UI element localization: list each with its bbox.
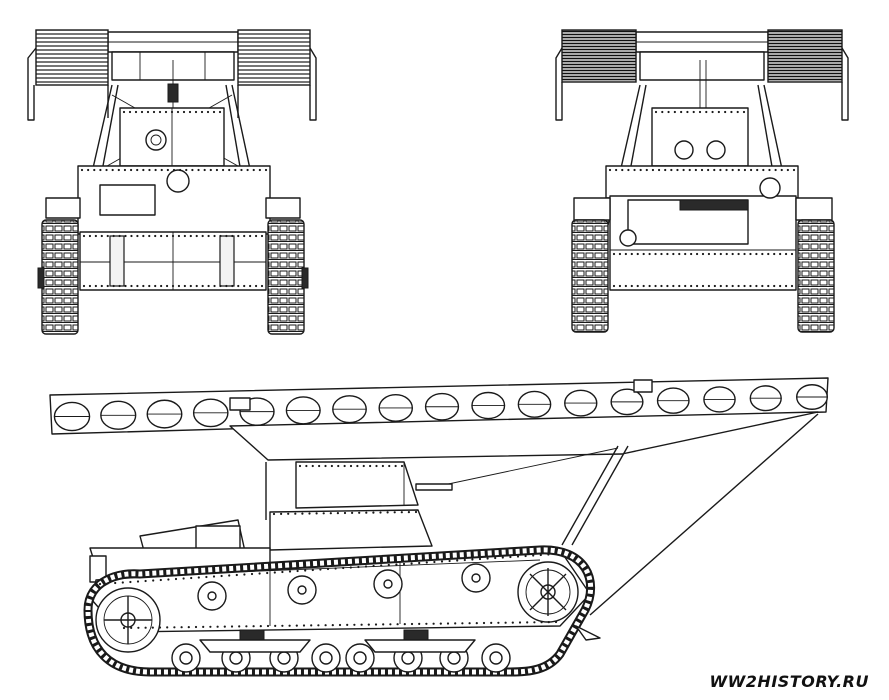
hull-front [45,165,301,291]
turret-side [269,461,453,551]
rivets-side [98,464,558,630]
left-track-rear [571,219,609,333]
turret-front [119,107,225,167]
rivets-rear [608,110,796,288]
front-view [27,29,317,335]
bridge-deck-side [49,377,829,461]
idler-wheel-side [95,587,161,653]
bridge-deck-openings [53,384,829,432]
right-track-front [267,219,305,335]
suspension-bogies-side [199,629,476,653]
bridge-span-rear [555,29,849,121]
right-track-rear [797,219,835,333]
tow-hook-side [575,625,601,641]
turret-rear [651,107,749,167]
side-view [49,377,829,677]
return-rollers-side [197,563,491,611]
track-side [83,545,596,677]
rivets-front [80,110,268,288]
watermark: WW2HISTORY.RU [709,672,869,691]
hull-rear [573,165,833,291]
rear-view [555,29,849,333]
bridge-span-front [27,29,317,121]
left-track-front [41,219,79,335]
bridge-struts-side [265,413,819,616]
drive-sprocket-side [517,561,579,623]
